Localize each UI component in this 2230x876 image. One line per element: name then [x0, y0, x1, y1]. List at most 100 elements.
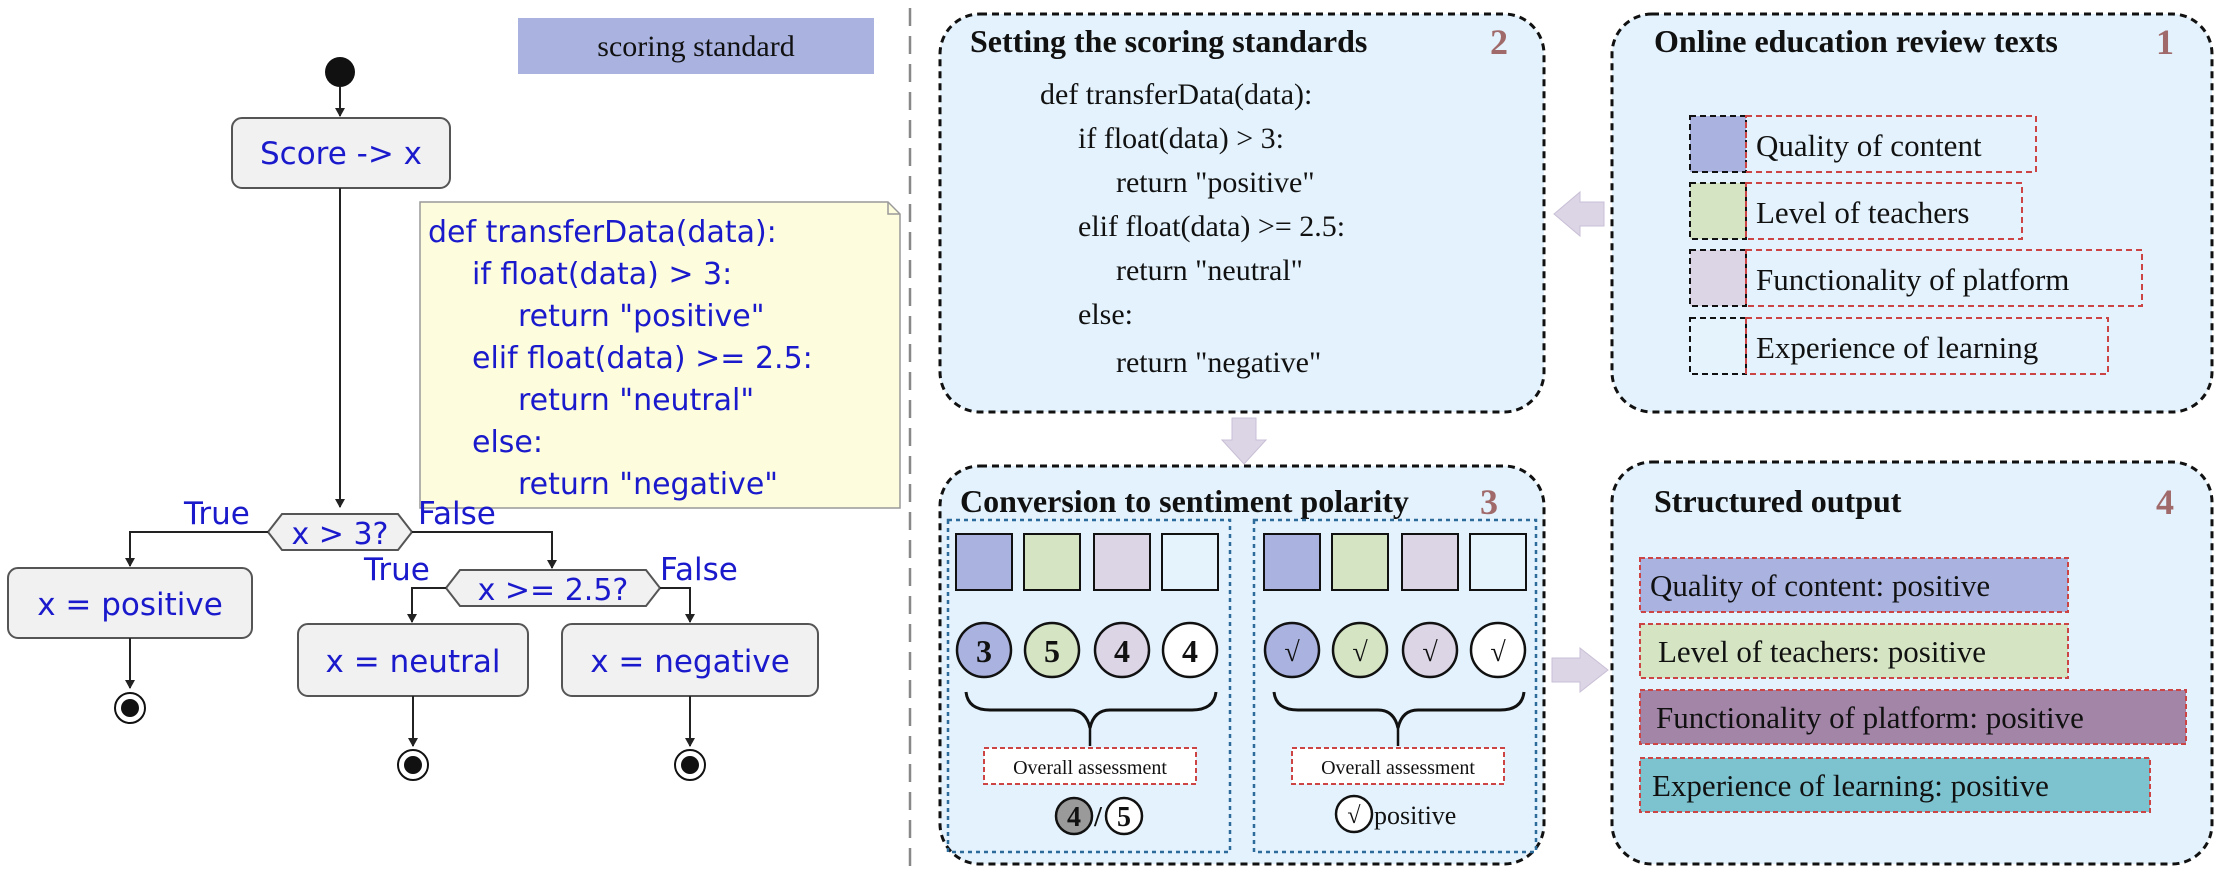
panel-4: Structured output 4 Quality of content: …	[1610, 460, 2214, 866]
check-mark: √	[1284, 637, 1300, 668]
code-line: elif float(data) >= 2.5:	[1078, 210, 1345, 243]
item-teachers: Level of teachers	[1756, 195, 1969, 230]
item-frame	[1745, 182, 2023, 240]
panel-4-number: 4	[2156, 482, 2174, 522]
item-quality: Quality of content	[1756, 128, 1982, 163]
scores-group	[946, 518, 1232, 854]
decision-2-false-label: False	[660, 552, 738, 588]
check-circle	[1401, 621, 1459, 679]
output-teachers-box	[1639, 623, 2069, 679]
score-circle	[955, 621, 1013, 679]
note-code: def transferData(data): if float(data) >…	[428, 215, 813, 502]
swatch-quality	[1689, 115, 1747, 173]
note-line: else:	[472, 425, 543, 460]
score-value: 4	[1114, 633, 1130, 669]
start-node	[325, 57, 355, 87]
score-circle	[1161, 621, 1219, 679]
assessment-box	[1291, 747, 1505, 785]
polarity-group	[1252, 518, 1538, 854]
output-experience-box	[1639, 757, 2151, 813]
overall-score: 4	[1067, 802, 1081, 833]
note-line: return "neutral"	[518, 383, 754, 418]
note-line: if float(data) > 3:	[472, 257, 732, 292]
panel-2-code: def transferData(data): if float(data) >…	[1040, 78, 1345, 379]
item-frame	[1745, 115, 2037, 173]
code-line: else:	[1078, 298, 1133, 331]
arrow-2-to-3	[1220, 417, 1268, 465]
panel-1: Online education review texts 1 Quality …	[1610, 12, 2214, 414]
panel-4-title: Structured output	[1654, 483, 1902, 519]
output-quality-box	[1639, 557, 2069, 613]
note-line: return "positive"	[518, 299, 765, 334]
swatch-quality	[1263, 533, 1321, 591]
decision-1-false-label: False	[418, 496, 496, 532]
swatch-experience	[1469, 533, 1527, 591]
check-mark: √	[1490, 637, 1506, 668]
panel-2-title: Setting the scoring standards	[970, 23, 1367, 59]
arrow-1-to-2	[1553, 190, 1605, 238]
swatch-platform	[1401, 533, 1459, 591]
overall-result: positive	[1374, 801, 1456, 830]
code-line: return "negative"	[1116, 346, 1321, 379]
code-line: if float(data) > 3:	[1078, 122, 1284, 155]
result-positive-label: x = positive	[37, 587, 223, 623]
note-line: elif float(data) >= 2.5:	[472, 341, 813, 376]
note-line: def transferData(data):	[428, 215, 777, 250]
check-mark: √	[1352, 637, 1368, 668]
panel-2: Setting the scoring standards 2 def tran…	[938, 12, 1546, 414]
score-value: 5	[1044, 633, 1060, 669]
swatch-experience	[1689, 317, 1747, 375]
result-neutral-label: x = neutral	[326, 644, 501, 680]
check-circle	[1331, 621, 1389, 679]
item-frame	[1745, 249, 2143, 307]
score-value: 3	[976, 633, 992, 669]
code-line: return "positive"	[1116, 166, 1315, 199]
score-circle	[1093, 621, 1151, 679]
output-platform: Functionality of platform: positive	[1656, 700, 2084, 735]
panel-1-number: 1	[2156, 22, 2174, 62]
score-value: 4	[1182, 633, 1198, 669]
code-line: def transferData(data):	[1040, 78, 1312, 111]
score-action-label: Score -> x	[260, 136, 422, 172]
result-negative-label: x = negative	[590, 644, 790, 680]
swatch-teachers	[1331, 533, 1389, 591]
swatch-platform	[1093, 533, 1151, 591]
swatch-teachers	[1023, 533, 1081, 591]
assessment-label: Overall assessment	[1321, 757, 1475, 779]
decision-2-true-label: True	[363, 552, 430, 588]
output-quality: Quality of content: positive	[1650, 568, 1990, 603]
note-line: return "negative"	[518, 467, 778, 502]
swatch-teachers	[1689, 182, 1747, 240]
panel-2-number: 2	[1490, 22, 1508, 62]
panel-3: Conversion to sentiment polarity 3 3 5 4…	[938, 464, 1546, 866]
overall-check-circle	[1334, 794, 1374, 834]
check-circle	[1263, 621, 1321, 679]
legend-box	[518, 18, 874, 74]
swatch-experience	[1161, 533, 1219, 591]
output-experience: Experience of learning: positive	[1652, 768, 2049, 803]
assessment-label: Overall assessment	[1013, 757, 1167, 779]
swatch-platform	[1689, 249, 1747, 307]
check-mark: √	[1422, 637, 1438, 668]
output-teachers: Level of teachers: positive	[1658, 634, 1986, 669]
overall-max: 5	[1117, 802, 1131, 833]
flowchart: scoring standard Score -> x def transfer…	[7, 18, 901, 781]
code-line: return "neutral"	[1116, 254, 1303, 287]
overall-separator: /	[1093, 802, 1103, 833]
item-platform: Functionality of platform	[1756, 262, 2069, 297]
arrow-3-to-4	[1551, 646, 1609, 694]
decision-1-label: x > 3?	[292, 517, 389, 552]
panel-3-number: 3	[1480, 482, 1498, 522]
decision-1-true-label: True	[183, 496, 250, 532]
panel-1-title: Online education review texts	[1654, 23, 2058, 59]
item-frame	[1745, 317, 2109, 375]
output-platform-box	[1639, 689, 2187, 745]
decision-2-label: x >= 2.5?	[478, 573, 629, 608]
overall-check: √	[1347, 803, 1361, 829]
swatch-quality	[955, 533, 1013, 591]
score-circle	[1023, 621, 1081, 679]
check-circle	[1469, 621, 1527, 679]
legend-label: scoring standard	[597, 30, 794, 63]
overall-score-circle	[1054, 796, 1094, 836]
